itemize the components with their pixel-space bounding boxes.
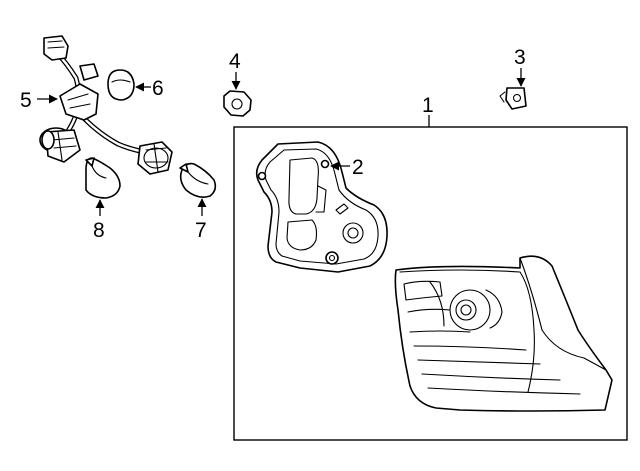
clip-grommet — [499, 87, 527, 110]
callout-8: 8 — [93, 219, 105, 242]
lamp-gasket-plate — [255, 141, 388, 273]
callout-7: 7 — [195, 219, 207, 242]
callout-1: 1 — [422, 94, 434, 117]
callout-5: 5 — [20, 89, 32, 112]
callout-3: 3 — [514, 46, 526, 69]
callout-2: 2 — [352, 156, 364, 179]
assembly-frame — [233, 126, 628, 441]
nut — [223, 90, 252, 117]
callout-6: 6 — [152, 77, 164, 100]
left-socket — [39, 127, 81, 163]
callout-4: 4 — [229, 50, 241, 73]
bulb-8 — [85, 157, 121, 199]
bulb-7 — [179, 162, 217, 198]
socket-wire-harness — [39, 35, 173, 175]
bulb-6 — [107, 69, 135, 101]
tail-lamp-assembly — [394, 255, 613, 412]
right-socket — [137, 141, 173, 175]
